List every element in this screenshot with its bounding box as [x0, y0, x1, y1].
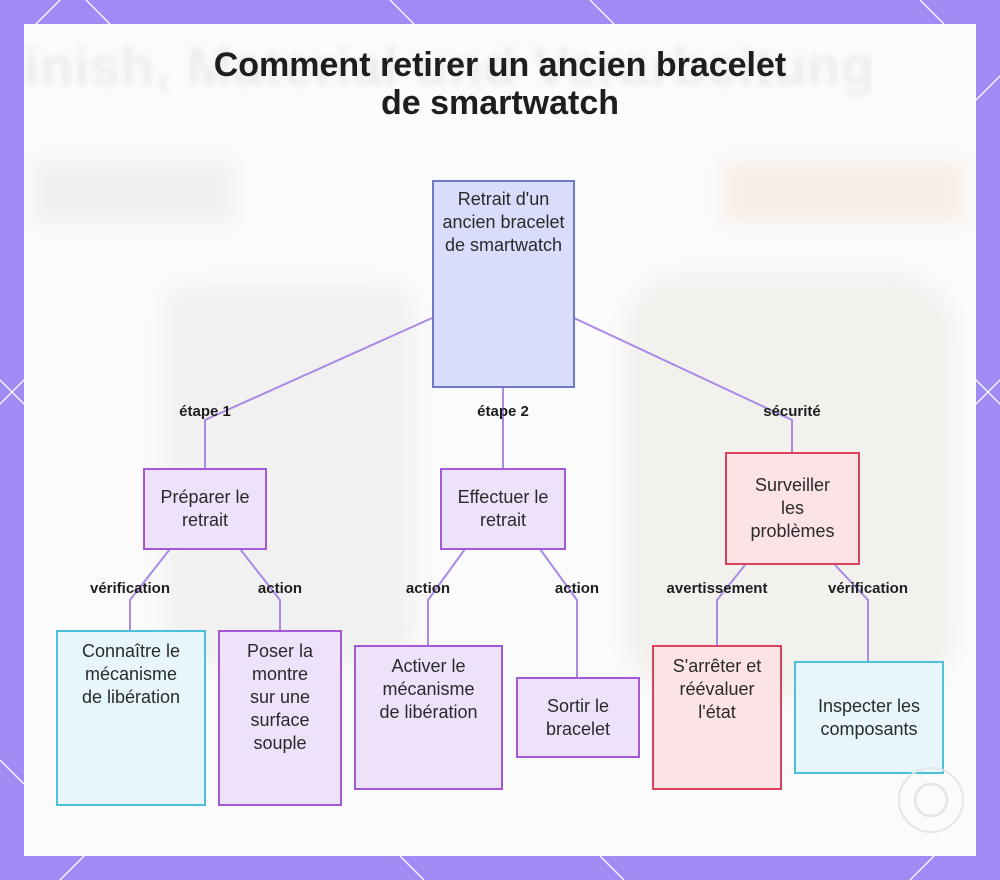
- diagram-title: Comment retirer un ancien bracelet de sm…: [0, 46, 1000, 122]
- node-place-label: Poser la montre sur une surface souple: [246, 641, 314, 753]
- node-activate-label: Activer le mécanisme de libération: [379, 656, 478, 722]
- edge-action1-line: [239, 548, 281, 630]
- edge-label-action: action: [257, 580, 303, 597]
- node-stop-label: S'arrêter et réévaluer l'état: [672, 656, 762, 722]
- node-monitor-label: Surveiller les problèmes: [750, 475, 835, 541]
- node-monitor: Surveiller les problèmes: [725, 452, 860, 565]
- node-place: Poser la montre sur une surface souple: [218, 630, 342, 806]
- edge-label-verification: vérification: [827, 580, 909, 597]
- node-inspect: Inspecter les composants: [794, 661, 944, 774]
- edge-step1-line: [204, 317, 433, 468]
- edge-label-step1: étape 1: [179, 403, 231, 420]
- node-remove: Sortir le bracelet: [516, 677, 640, 758]
- node-know: Connaître le mécanisme de libération: [56, 630, 206, 806]
- edge-safety-line: [573, 317, 793, 452]
- background-watermark: inish, Material und Verarbeitung: [24, 37, 876, 97]
- node-perform: Effectuer le retrait: [440, 468, 566, 550]
- node-know-label: Connaître le mécanisme de libération: [81, 641, 181, 707]
- brand-logo: [898, 767, 964, 833]
- node-perform-label: Effectuer le retrait: [457, 487, 549, 530]
- edge-label-step2: étape 2: [477, 403, 529, 420]
- edge-label-verification: vérification: [89, 580, 171, 597]
- node-prepare-label: Préparer le retrait: [160, 487, 250, 530]
- node-stop: S'arrêter et réévaluer l'état: [652, 645, 782, 790]
- node-remove-label: Sortir le bracelet: [545, 695, 611, 739]
- edge-action2-line: [427, 548, 466, 645]
- edge-label-action: action: [554, 580, 600, 597]
- node-activate: Activer le mécanisme de libération: [354, 645, 503, 790]
- node-inspect-label: Inspecter les composants: [817, 695, 921, 739]
- node-root: Retrait d'un ancien bracelet de smartwat…: [432, 180, 575, 388]
- edge-label-safety: sécurité: [763, 403, 821, 420]
- edge-label-warning: avertissement: [666, 580, 768, 597]
- edge-action3-line: [539, 548, 578, 677]
- background-photo: [34, 162, 234, 222]
- node-root-label: Retrait d'un ancien bracelet de smartwat…: [442, 189, 565, 255]
- node-prepare: Préparer le retrait: [143, 468, 267, 550]
- edge-label-action: action: [405, 580, 451, 597]
- edge-warning-line: [716, 564, 746, 645]
- edge-verif2-line: [834, 564, 869, 661]
- edge-verif1-line: [129, 548, 171, 630]
- background-photo: [724, 162, 964, 222]
- title-text: Comment retirer un ancien bracelet de sm…: [213, 46, 787, 122]
